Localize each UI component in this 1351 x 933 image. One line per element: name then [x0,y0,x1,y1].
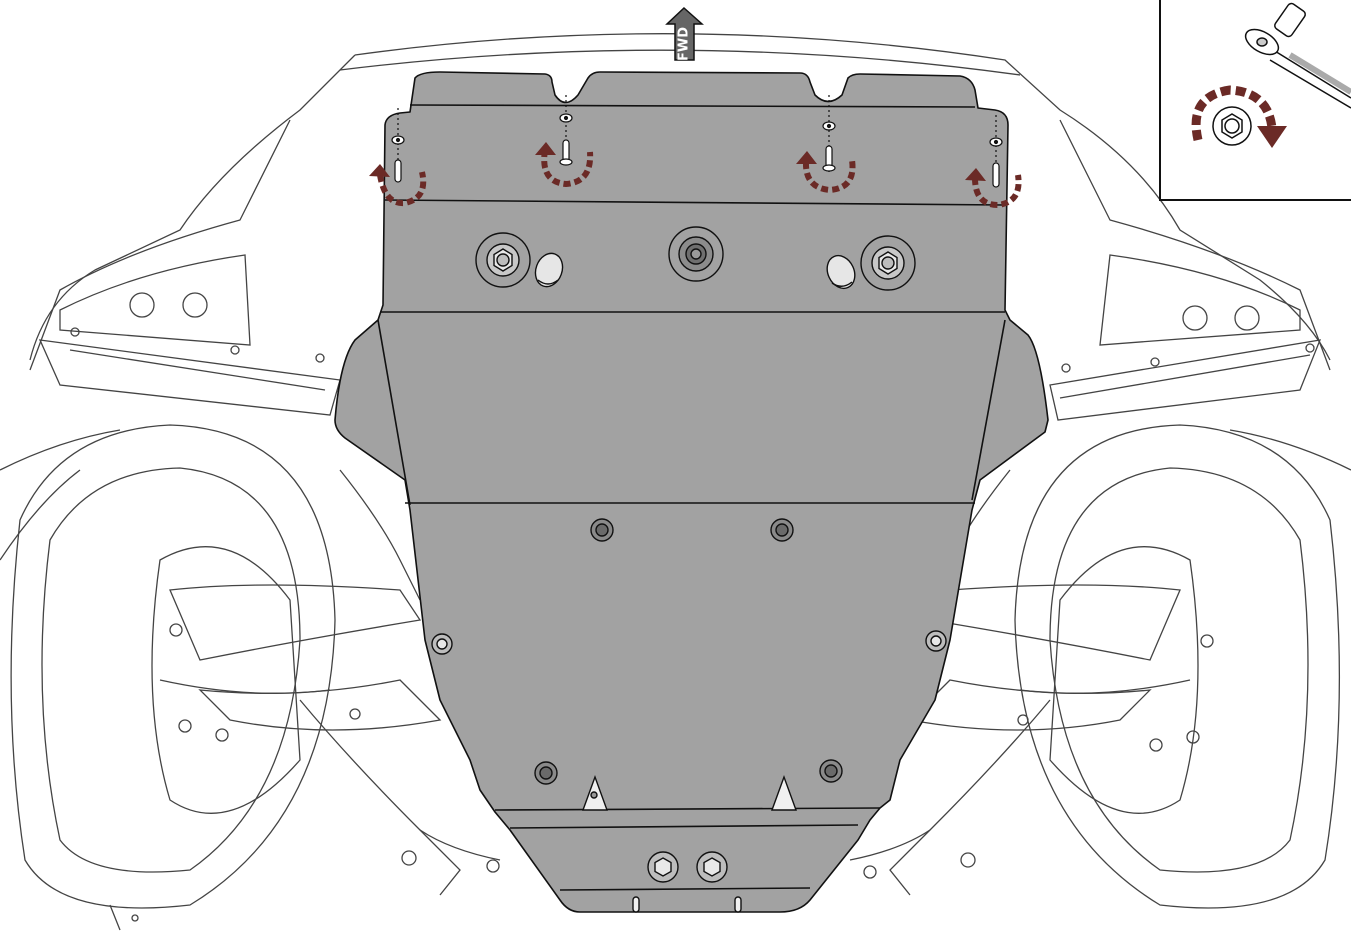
rear-bolt [647,851,728,883]
fwd-direction-marker: FWD [665,6,704,61]
drain-slot [632,896,640,913]
tool-detail-inset [1159,0,1351,201]
rotation-arrow-icon [377,149,1022,209]
skid-plate [334,71,1049,913]
triangle-tab [771,774,797,811]
rubber-bumper-left [534,252,564,288]
rotation-arrowhead-icon [1257,126,1287,148]
mounting-grommet-center [668,226,724,282]
mounting-grommet-right [860,235,916,291]
mounting-grommet-left [475,232,531,288]
front-bolt-stack [391,95,1003,188]
up-arrow-icon [665,6,704,61]
rotation-arrowhead-icon [369,142,986,181]
skid-plate-hardware [431,226,947,913]
hex-bolt-icon [1212,106,1252,146]
rotation-arrow-icon [1191,85,1277,141]
side-bolt [431,630,947,655]
socket-wrench-icon [1244,2,1351,109]
fwd-label: FWD [677,27,692,61]
mounting-hole [534,518,843,785]
drain-slot [734,896,742,913]
rubber-bumper-right [826,254,856,290]
